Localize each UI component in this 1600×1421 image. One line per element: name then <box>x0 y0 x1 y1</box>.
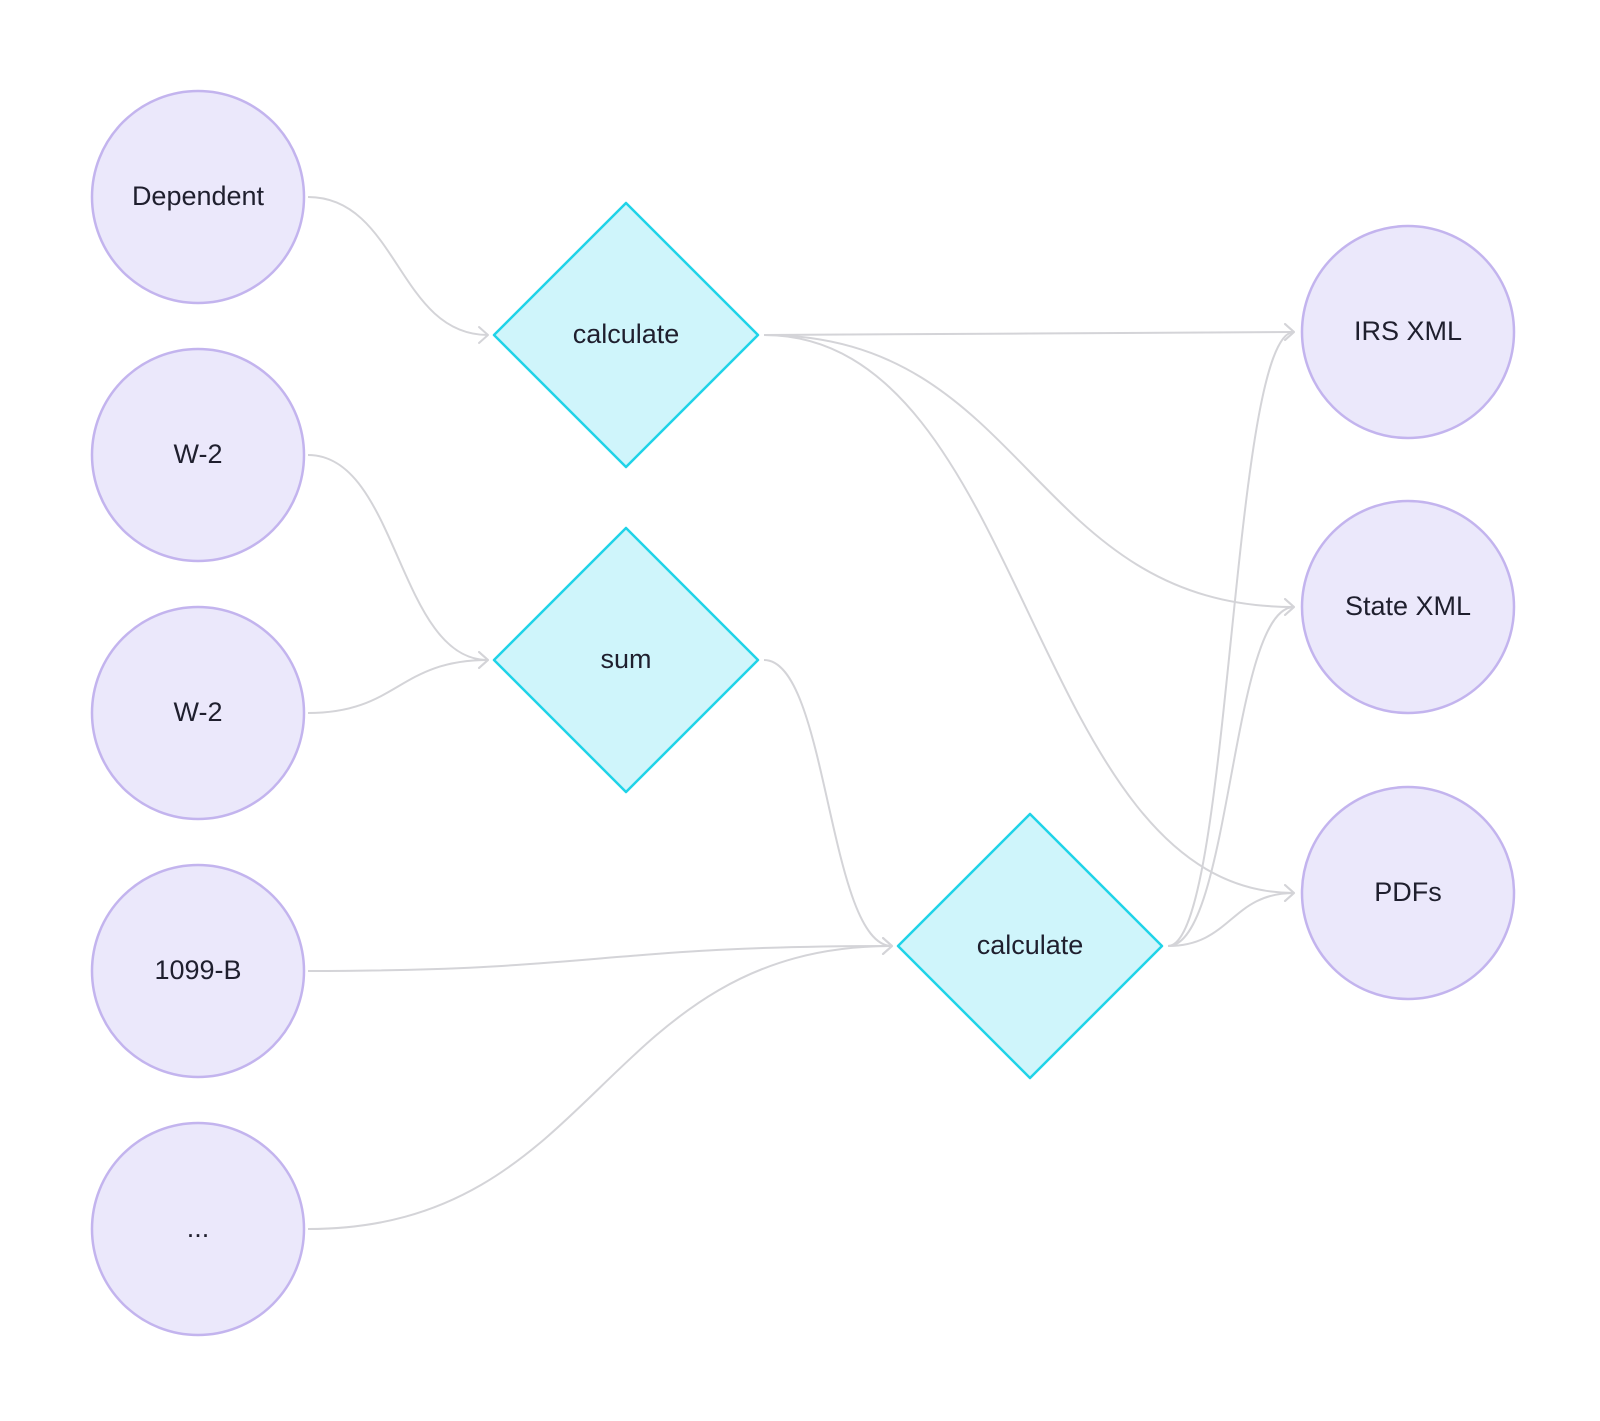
edge-calc-2-to-state-xml <box>1167 606 1295 947</box>
input-node-more[interactable]: ... <box>90 1121 306 1337</box>
edge-calc-2-to-irs-xml <box>1167 331 1295 947</box>
input-node-w2-b[interactable]: W-2 <box>90 605 306 821</box>
output-node-pdfs[interactable]: PDFs <box>1300 785 1516 1001</box>
edge-calc-1-to-irs-xml <box>763 331 1295 336</box>
edge-calc-2-to-pdfs <box>1167 892 1295 947</box>
output-node-state-xml[interactable]: State XML <box>1300 499 1516 715</box>
arrowhead-dependent-to-calc-1 <box>478 326 489 344</box>
input-node-label: W-2 <box>173 697 222 727</box>
edge-dependent-to-calc-1 <box>307 196 489 336</box>
arrowhead-w2-b-to-sum <box>478 651 489 669</box>
output-node-irs-xml[interactable]: IRS XML <box>1300 224 1516 440</box>
arrowhead-calc-2-to-pdfs <box>1284 884 1295 902</box>
edge-sum-to-calc-2 <box>763 659 893 947</box>
edge-calc-1-to-state-xml <box>763 334 1295 608</box>
operation-node-calculate-top[interactable]: calculate <box>492 201 760 469</box>
output-node-label: PDFs <box>1374 877 1442 907</box>
input-node-label: W-2 <box>173 439 222 469</box>
edge-more-to-calc-2 <box>307 945 893 1230</box>
arrowhead-calc-2-to-state-xml <box>1284 598 1295 616</box>
input-node-dependent[interactable]: Dependent <box>90 89 306 305</box>
operation-node-label: calculate <box>573 319 680 349</box>
operation-node-sum[interactable]: sum <box>492 526 760 794</box>
input-node-label: ... <box>187 1213 210 1243</box>
edges-layer <box>307 196 1295 1230</box>
arrowhead-more-to-calc-2 <box>882 937 893 955</box>
edge-calc-1-to-pdfs <box>763 334 1295 894</box>
output-node-label: IRS XML <box>1354 316 1462 346</box>
operation-node-label: sum <box>600 644 651 674</box>
operation-node-label: calculate <box>977 930 1084 960</box>
input-node-1099b[interactable]: 1099-B <box>90 863 306 1079</box>
input-node-label: 1099-B <box>154 955 241 985</box>
operation-node-calculate-bottom[interactable]: calculate <box>896 812 1164 1080</box>
input-node-label: Dependent <box>132 181 265 211</box>
input-node-w2-a[interactable]: W-2 <box>90 347 306 563</box>
edge-w2-a-to-sum <box>307 454 489 661</box>
edge-w2-b-to-sum <box>307 659 489 714</box>
output-node-label: State XML <box>1345 591 1471 621</box>
edge-1099b-to-calc-2 <box>307 945 893 972</box>
arrowhead-calc-2-to-irs-xml <box>1284 323 1295 341</box>
